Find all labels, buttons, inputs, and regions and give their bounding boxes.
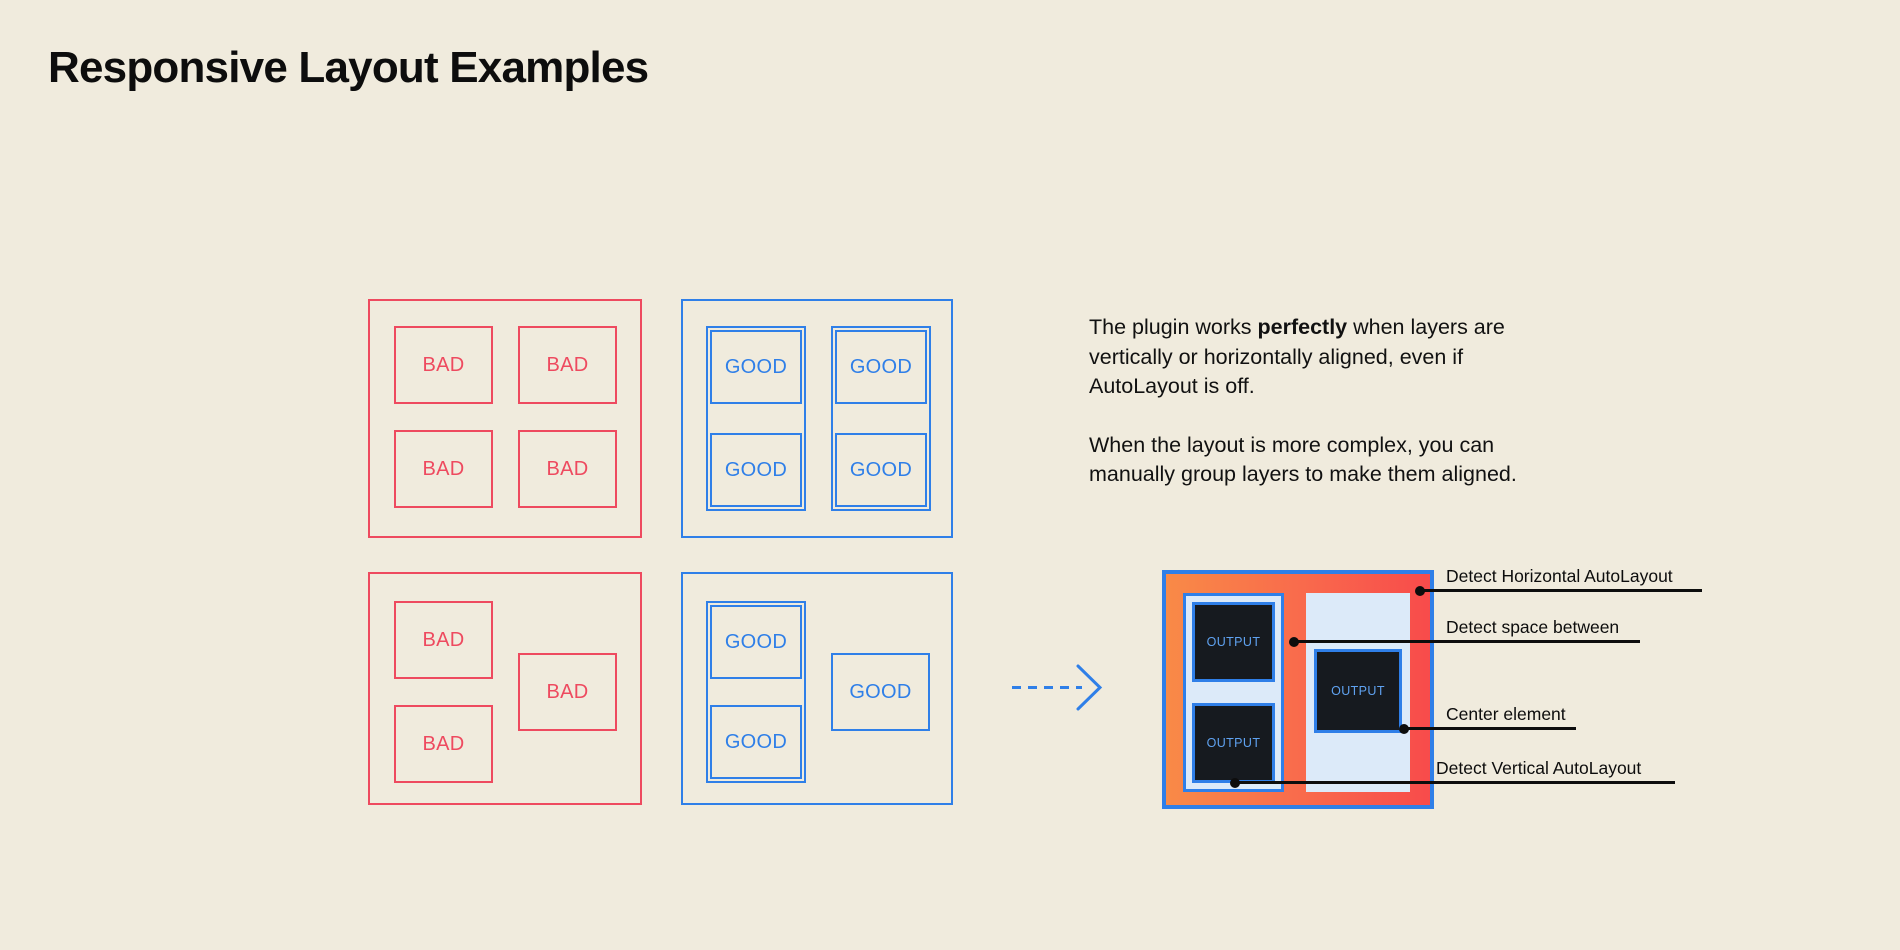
cell-label: BAD bbox=[546, 354, 589, 376]
example-grid-bad: BAD BAD BAD BAD bbox=[368, 299, 642, 538]
cell-label: GOOD bbox=[724, 731, 788, 753]
complex-good-group bbox=[706, 601, 806, 783]
mock-column-left: OUTPUT OUTPUT bbox=[1183, 593, 1284, 792]
cell-label: BAD bbox=[546, 458, 589, 480]
complex-bad-cell-1: BAD bbox=[394, 601, 493, 679]
grid-good-group-left bbox=[706, 326, 806, 511]
callout-leader-line bbox=[1294, 640, 1640, 643]
cell-label: BAD bbox=[422, 629, 465, 651]
copy-paragraph-2: When the layout is more complex, you can… bbox=[1089, 432, 1517, 487]
complex-bad-cell-3: BAD bbox=[394, 705, 493, 783]
cell-label: GOOD bbox=[849, 459, 913, 481]
cell-label: BAD bbox=[422, 733, 465, 755]
grid-bad-cell-4: BAD bbox=[518, 430, 617, 508]
mock-output-box-3: OUTPUT bbox=[1314, 649, 1402, 733]
complex-good-cell-3: GOOD bbox=[831, 653, 930, 731]
callout-anchor-dot bbox=[1399, 723, 1409, 734]
mock-output-box-2: OUTPUT bbox=[1192, 703, 1275, 783]
result-mock-panel: OUTPUT OUTPUT OUTPUT bbox=[1162, 570, 1434, 809]
transform-arrow bbox=[1010, 660, 1110, 715]
callout-label: Detect Horizontal AutoLayout bbox=[1446, 565, 1673, 586]
callout-anchor-dot bbox=[1289, 636, 1299, 647]
callout-leader-line bbox=[1404, 727, 1576, 730]
copy-p1-lead: The plugin works bbox=[1089, 315, 1258, 339]
callout-leader-line bbox=[1235, 781, 1675, 784]
cell-label: GOOD bbox=[849, 681, 912, 703]
grid-bad-cell-2: BAD bbox=[518, 326, 617, 404]
copy-p1-tail: when layers are vertically or horizontal… bbox=[1089, 315, 1505, 398]
cell-label: BAD bbox=[422, 458, 465, 480]
grid-good-group-right bbox=[831, 326, 931, 511]
example-grid-good: GOOD GOOD GOOD GOOD bbox=[681, 299, 953, 538]
complex-good-cell-2: GOOD bbox=[710, 705, 802, 779]
grid-bad-cell-1: BAD bbox=[394, 326, 493, 404]
cell-label: GOOD bbox=[849, 356, 913, 378]
cell-label: BAD bbox=[546, 681, 589, 703]
cell-label: GOOD bbox=[724, 356, 788, 378]
callout-label: Detect Vertical AutoLayout bbox=[1436, 757, 1642, 778]
cell-label: BAD bbox=[422, 354, 465, 376]
complex-bad-cell-2: BAD bbox=[518, 653, 617, 731]
grid-bad-cell-3: BAD bbox=[394, 430, 493, 508]
example-complex-bad: BAD BAD BAD bbox=[368, 572, 642, 805]
grid-good-cell-4: GOOD bbox=[835, 433, 927, 507]
mock-column-right: OUTPUT bbox=[1306, 593, 1410, 792]
copy-p1-emphasis: perfectly bbox=[1257, 315, 1348, 339]
output-label: OUTPUT bbox=[1206, 634, 1261, 649]
callout-label: Detect space between bbox=[1446, 616, 1620, 637]
callout-leader-line bbox=[1420, 589, 1702, 592]
output-label: OUTPUT bbox=[1206, 735, 1261, 750]
grid-good-cell-2: GOOD bbox=[835, 330, 927, 404]
page-title: Responsive Layout Examples bbox=[48, 43, 649, 92]
callout-anchor-dot bbox=[1230, 777, 1240, 788]
callout-anchor-dot bbox=[1415, 585, 1425, 596]
copy-paragraph-1: The plugin works perfectly when layers a… bbox=[1089, 313, 1559, 402]
cell-label: GOOD bbox=[724, 459, 788, 481]
example-complex-good: GOOD GOOD GOOD bbox=[681, 572, 953, 805]
cell-label: GOOD bbox=[724, 631, 788, 653]
explanatory-copy: The plugin works perfectly when layers a… bbox=[1089, 313, 1559, 490]
mock-output-box-1: OUTPUT bbox=[1192, 602, 1275, 682]
complex-good-cell-1: GOOD bbox=[710, 605, 802, 679]
dashed-arrow-right-icon bbox=[1012, 664, 1103, 711]
callout-label: Center element bbox=[1446, 703, 1566, 724]
grid-good-cell-1: GOOD bbox=[710, 330, 802, 404]
output-label: OUTPUT bbox=[1331, 683, 1385, 698]
grid-good-cell-3: GOOD bbox=[710, 433, 802, 507]
